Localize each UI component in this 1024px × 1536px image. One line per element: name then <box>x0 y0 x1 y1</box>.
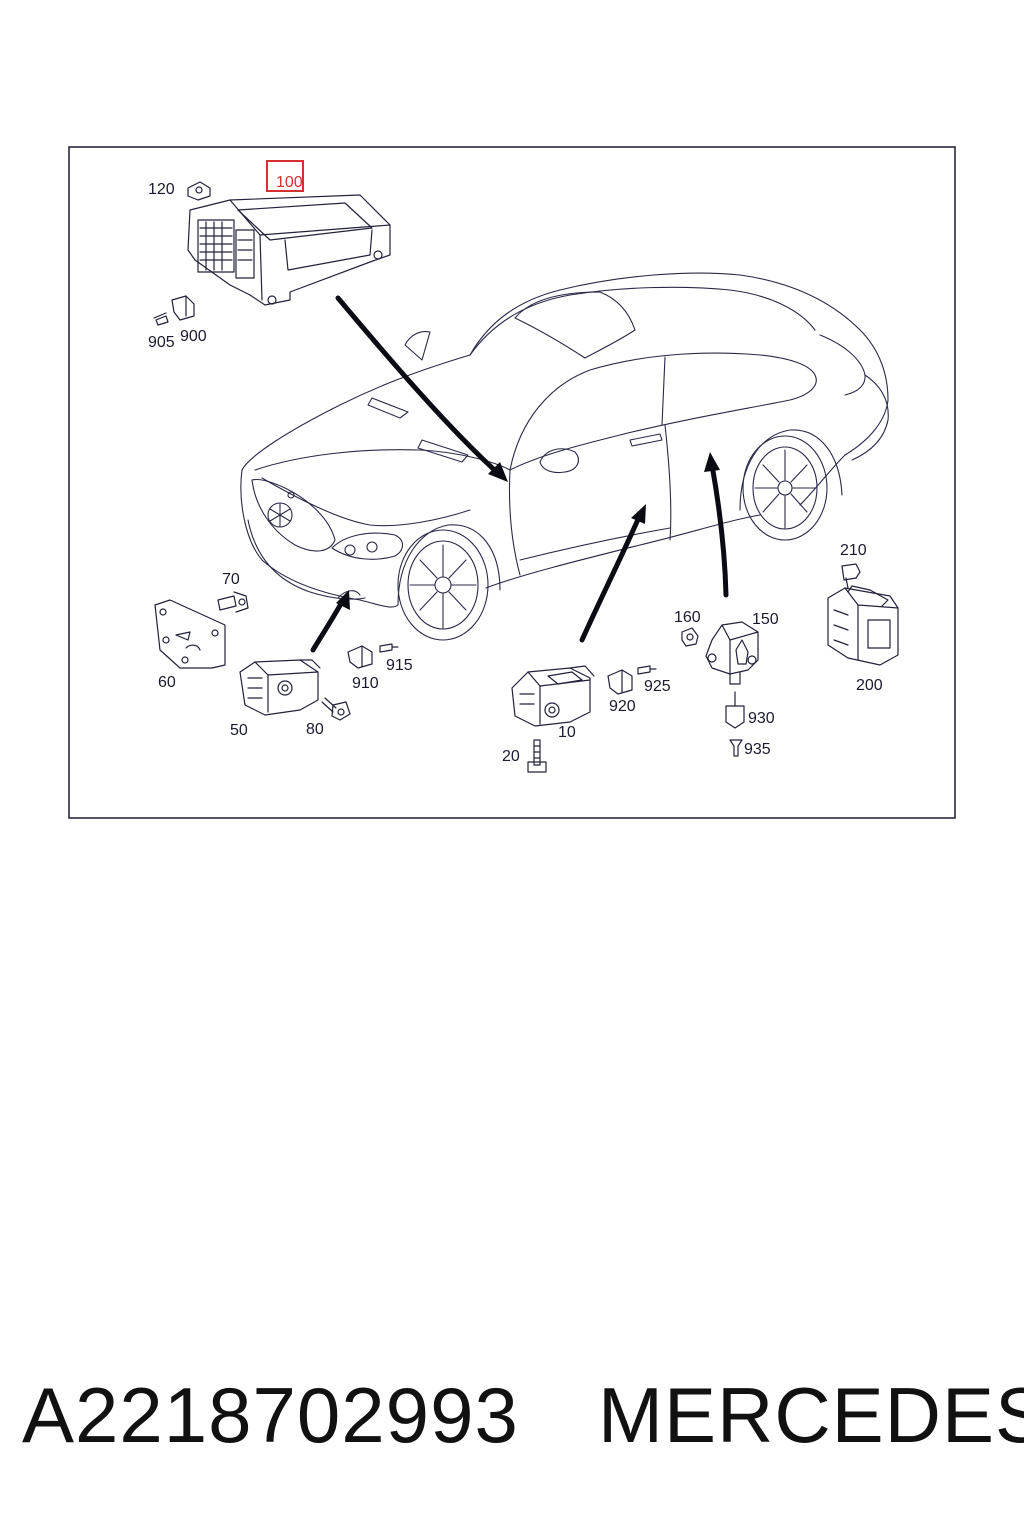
arrowhead-150 <box>704 452 720 472</box>
connector-920-part <box>607 669 633 695</box>
sensor-150-part <box>705 621 759 685</box>
brand-name: MERCEDES <box>598 1371 1024 1459</box>
screw-915-part <box>379 643 399 653</box>
pointer-arrows <box>310 295 729 653</box>
diagram-frame <box>68 146 956 819</box>
callout-10: 10 <box>558 724 576 741</box>
callout-915: 915 <box>386 657 413 674</box>
callout-900: 900 <box>180 328 207 345</box>
callout-50: 50 <box>230 722 248 739</box>
screw-925-part <box>637 665 657 675</box>
bolt-20-part <box>527 739 547 773</box>
callout-70: 70 <box>222 571 240 588</box>
sensor-10-part <box>511 665 595 727</box>
callout-920: 920 <box>609 698 636 715</box>
connector-910-part <box>347 645 373 669</box>
nut-120-part <box>187 181 211 201</box>
callout-80: 80 <box>306 721 324 738</box>
callout-910: 910 <box>352 675 379 692</box>
module-200-part <box>827 585 899 666</box>
arrow-10-to-car <box>579 512 643 643</box>
footer: A2218702993 MERCEDES <box>0 1370 1024 1470</box>
screw-905-part <box>153 312 169 326</box>
car-outline <box>240 272 889 641</box>
callout-60: 60 <box>158 674 176 691</box>
callout-925: 925 <box>644 678 671 695</box>
callout-930: 930 <box>748 710 775 727</box>
arrow-50-to-car <box>310 597 346 653</box>
bolt-70-part <box>217 591 249 613</box>
arrow-150-to-car <box>709 462 729 598</box>
callout-210: 210 <box>840 542 867 559</box>
callout-160: 160 <box>674 609 701 626</box>
control-unit-part <box>187 194 391 306</box>
bracket-60-part <box>154 599 226 669</box>
part-number: A2218702993 <box>22 1371 519 1459</box>
connector-930-part <box>725 691 745 729</box>
bolt-210-part <box>841 563 861 589</box>
callout-labels: 120 100 905 900 70 60 915 910 50 80 160 … <box>148 160 883 765</box>
arrowhead-10 <box>631 504 646 524</box>
bolt-160-part <box>681 627 699 647</box>
callout-100[interactable]: 100 <box>276 174 303 191</box>
arrowhead-100 <box>488 462 508 482</box>
callout-905: 905 <box>148 334 175 351</box>
arrow-100-to-car <box>335 295 503 478</box>
callout-150: 150 <box>752 611 779 628</box>
callout-200: 200 <box>856 677 883 694</box>
arrowhead-50 <box>336 590 350 610</box>
callout-935: 935 <box>744 741 771 758</box>
sensor-50-part <box>239 659 321 716</box>
callout-20: 20 <box>502 748 520 765</box>
screw-935-part <box>729 739 743 757</box>
bolt-80-part <box>321 697 351 721</box>
callout-100-highlight-box <box>266 160 304 192</box>
connector-900-part <box>171 295 195 321</box>
callout-120: 120 <box>148 181 175 198</box>
